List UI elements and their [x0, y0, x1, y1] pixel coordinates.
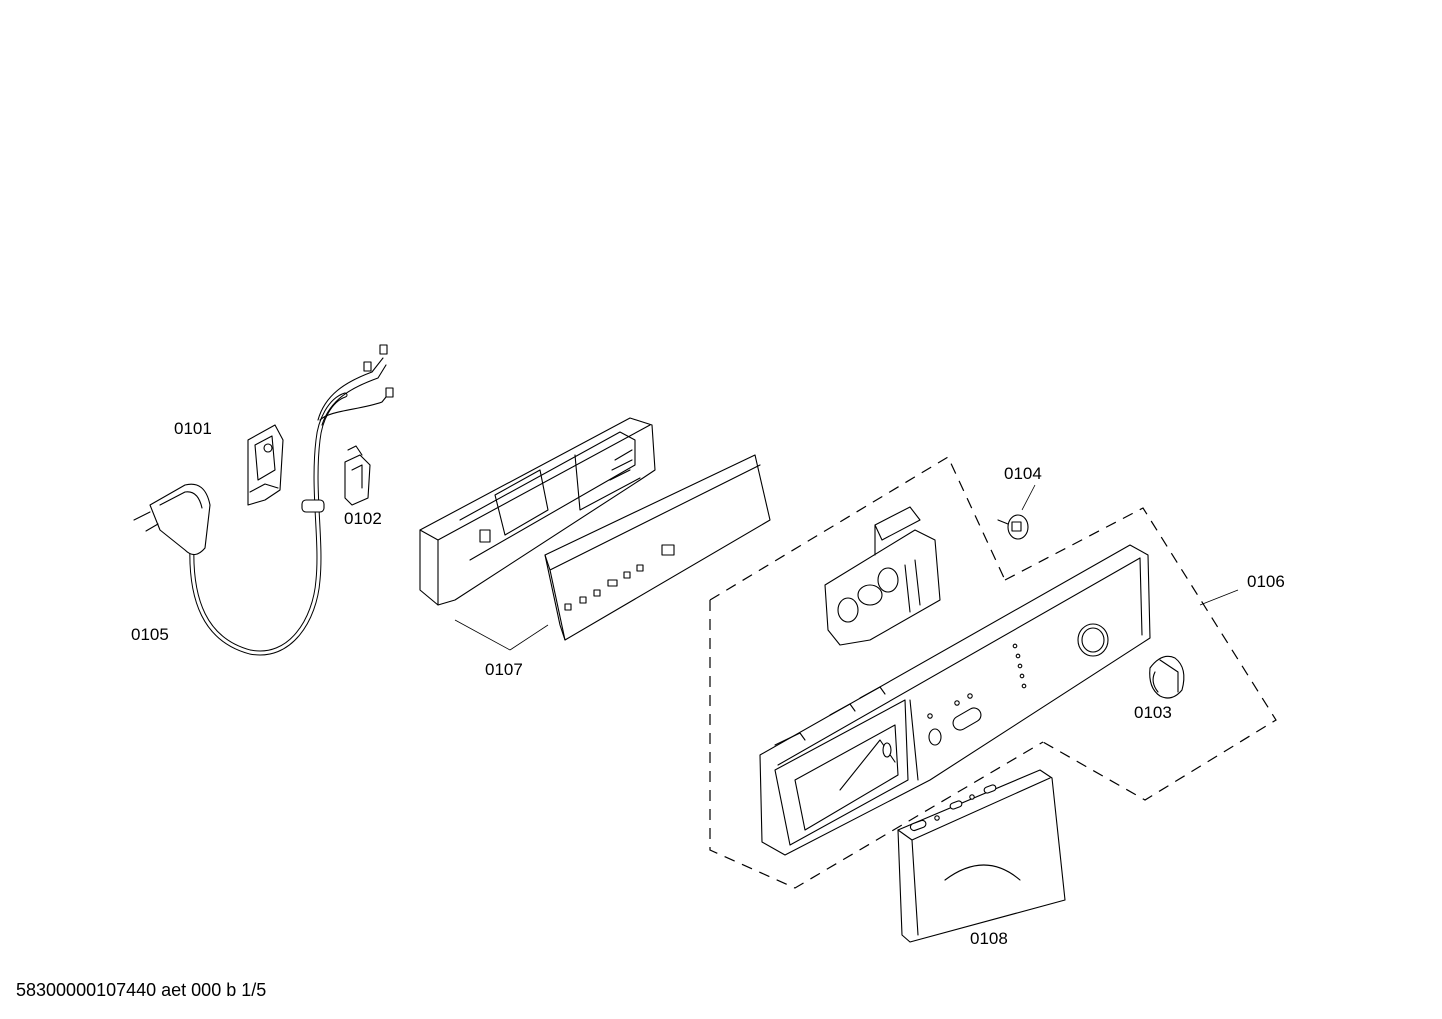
- label-0104: 0104: [1004, 464, 1042, 483]
- power-cord-0105: [133, 392, 348, 656]
- fascia-panel-0106: [759, 544, 1151, 856]
- button-holder: [824, 506, 941, 646]
- control-frame-0107: [419, 417, 771, 641]
- label-0105: 0105: [131, 625, 169, 644]
- clip-0102: [344, 445, 371, 506]
- board-leds: [564, 564, 644, 611]
- bracket-0101: [247, 424, 284, 506]
- drawer-handle-0108: [897, 769, 1066, 943]
- label-0103: 0103: [1134, 703, 1172, 722]
- label-0106: 0106: [1247, 572, 1285, 591]
- assembly-outline-0106: [709, 456, 1277, 889]
- label-0108: 0108: [970, 929, 1008, 948]
- knob-pin-0104: [997, 514, 1029, 540]
- cable-wires: [317, 344, 394, 426]
- indicator-dots: [1012, 643, 1027, 689]
- label-0107: 0107: [485, 660, 523, 679]
- label-0102: 0102: [344, 509, 382, 528]
- label-0101: 0101: [174, 419, 212, 438]
- leader-lines: [454, 484, 1239, 651]
- program-knob-0103: [1149, 655, 1185, 699]
- diagram-reference-code: 58300000107440 aet 000 b 1/5: [16, 980, 267, 1000]
